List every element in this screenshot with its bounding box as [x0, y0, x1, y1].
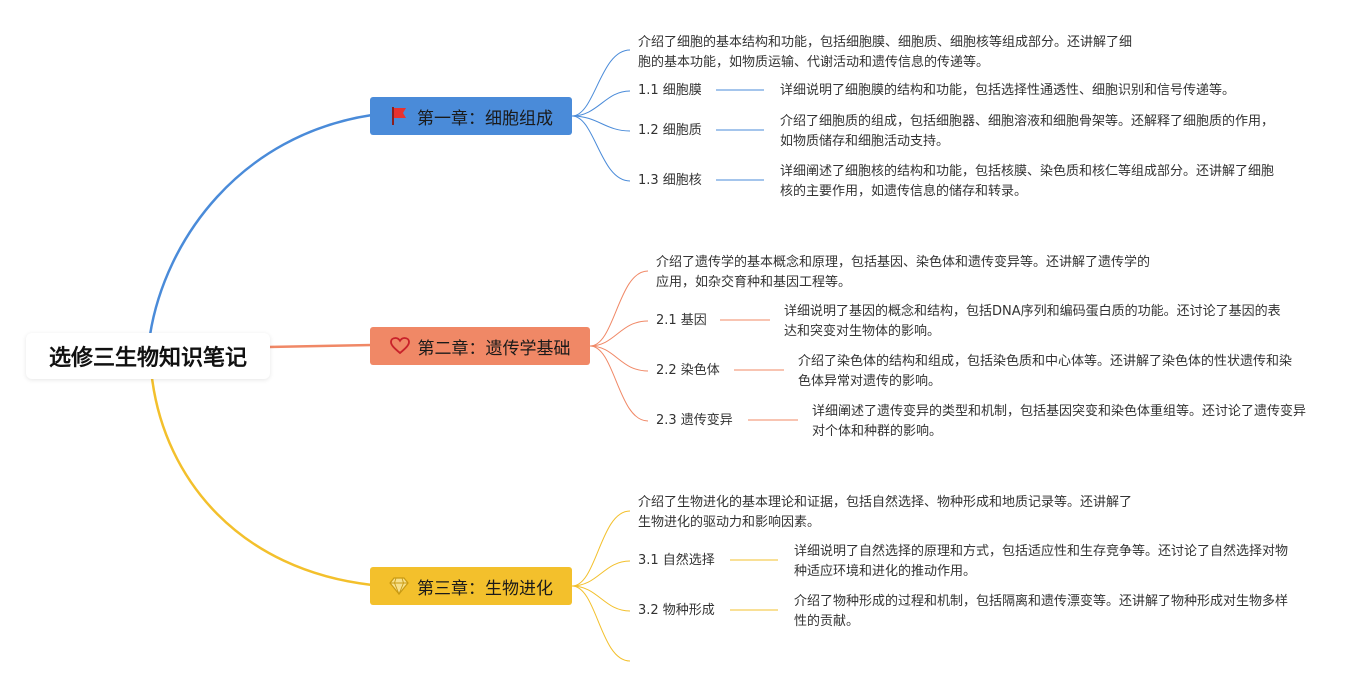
chapter-3-title: 第三章：生物进化 — [417, 578, 553, 599]
heart-icon — [389, 336, 410, 356]
section-1-3-desc: 详细阐述了细胞核的结构和功能，包括核膜、染色质和核仁等组成部分。还讲解了细胞核的… — [780, 164, 1275, 199]
chapter3-summary-branch — [571, 510, 631, 587]
chapter-3-summary: 介绍了生物进化的基本理论和证据，包括自然选择、物种形成和地质记录等。还讲解了生物… — [638, 495, 1133, 530]
chapter-3-node[interactable]: 第三章：生物进化 — [370, 567, 572, 605]
chapter2-summary-branch — [589, 270, 649, 347]
chapter1-section3-branch — [571, 115, 631, 182]
section-1-3-label[interactable]: 1.3 细胞核 — [638, 173, 702, 188]
root-node[interactable]: 选修三生物知识笔记 — [26, 333, 270, 379]
chapter-2-summary: 介绍了遗传学的基本概念和原理，包括基因、染色体和遗传变异等。还讲解了遗传学的应用… — [656, 255, 1151, 290]
chapter2-section1-branch — [589, 320, 649, 347]
chapter1-summary-branch — [571, 49, 631, 117]
section-1-1-label[interactable]: 1.1 细胞膜 — [638, 83, 702, 98]
chapter2-section3-branch — [589, 345, 649, 422]
root-to-chapter1-line — [148, 113, 373, 336]
section-1-1-desc: 详细说明了细胞膜的结构和功能，包括选择性通透性、细胞识别和信号传递等。 — [780, 83, 1236, 98]
chapter-2-node[interactable]: 第二章：遗传学基础 — [370, 327, 590, 365]
section-3-2-desc: 介绍了物种形成的过程和机制，包括隔离和遗传漂变等。还讲解了物种形成对生物多样性的… — [794, 594, 1289, 629]
chapter1-section1-branch — [571, 90, 631, 117]
section-1-2-desc: 介绍了细胞质的组成，包括细胞器、细胞溶液和细胞骨架等。还解释了细胞质的作用，如物… — [780, 114, 1275, 149]
chapter-1-summary: 介绍了细胞的基本结构和功能，包括细胞膜、细胞质、细胞核等组成部分。还讲解了细胞的… — [638, 35, 1133, 70]
section-3-2-label[interactable]: 3.2 物种形成 — [638, 603, 715, 618]
chapter3-section1-branch — [571, 560, 631, 587]
section-3-1-label[interactable]: 3.1 自然选择 — [638, 553, 715, 568]
red-flag-icon — [389, 106, 409, 126]
chapter-1-title: 第一章：细胞组成 — [417, 108, 553, 129]
section-2-3-desc: 详细阐述了遗传变异的类型和机制，包括基因突变和染色体重组等。还讨论了遗传变异对个… — [812, 404, 1307, 439]
section-2-2-desc: 介绍了染色体的结构和组成，包括染色质和中心体等。还讲解了染色体的性状遗传和染色体… — [798, 354, 1293, 389]
root-to-chapter3-line — [150, 377, 373, 587]
section-2-3-label[interactable]: 2.3 遗传变异 — [656, 413, 733, 428]
root-title: 选修三生物知识笔记 — [48, 346, 247, 371]
chapter3-end-branch — [571, 585, 631, 662]
chapter3-section2-branch — [571, 585, 631, 612]
chapter-2-title: 第二章：遗传学基础 — [417, 338, 571, 359]
chapter1-section2-branch — [571, 115, 631, 132]
section-1-2-label[interactable]: 1.2 细胞质 — [638, 123, 702, 138]
chapter-1-node[interactable]: 第一章：细胞组成 — [370, 97, 572, 135]
root-to-chapter2-line — [267, 343, 373, 349]
section-3-1-desc: 详细说明了自然选择的原理和方式，包括适应性和生存竞争等。还讨论了自然选择对物种适… — [794, 544, 1289, 579]
section-2-2-label[interactable]: 2.2 染色体 — [656, 363, 720, 378]
chapter2-section2-branch — [589, 345, 649, 372]
diamond-icon — [389, 576, 409, 596]
section-2-1-label[interactable]: 2.1 基因 — [656, 313, 707, 328]
section-2-1-desc: 详细说明了基因的概念和结构，包括DNA序列和编码蛋白质的功能。还讨论了基因的表达… — [784, 304, 1281, 339]
